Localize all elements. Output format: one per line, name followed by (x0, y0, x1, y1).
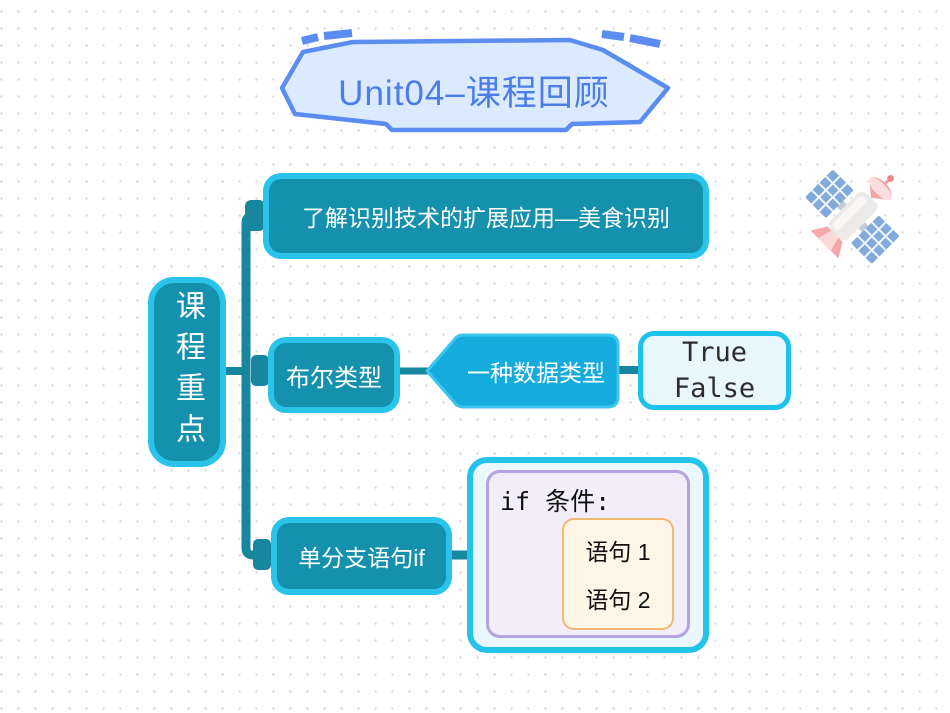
boolean-description-label: 一种数据类型 (467, 360, 605, 386)
value-false: False (673, 372, 756, 404)
branch-boolean-node[interactable]: 布尔类型 (268, 337, 400, 413)
branch2-tab (251, 355, 269, 386)
branch-boolean-label: 布尔类型 (286, 364, 382, 392)
satellite-icon (793, 157, 913, 275)
root-node[interactable]: 课程重点 (148, 277, 226, 467)
branch1-tab (245, 200, 265, 231)
value-true: True (681, 336, 748, 368)
branch-if-label: 单分支语句if (298, 545, 425, 571)
statement-2: 语句 2 (585, 586, 651, 613)
if-statements-box: 语句 1 语句 2 (562, 518, 674, 630)
branch-recognition-label: 了解识别技术的扩展应用—美食识别 (302, 205, 670, 231)
branch3-tab (253, 539, 271, 570)
if-code-inner-box: if 条件: 语句 1 语句 2 (486, 470, 690, 638)
title-node[interactable]: Unit04–课程回顾 (268, 24, 680, 142)
boolean-description-node[interactable]: 一种数据类型 (424, 332, 622, 410)
if-code-node[interactable]: if 条件: 语句 1 语句 2 (467, 457, 709, 653)
statement-1: 语句 1 (585, 539, 651, 566)
solar-panel-right (851, 216, 899, 264)
root-label: 课程重点 (171, 290, 204, 454)
pentagon-shape (425, 333, 620, 409)
title-banner-frame (279, 29, 671, 133)
boolean-values-node[interactable]: True False (638, 331, 791, 410)
title-text: Unit04–课程回顾 (338, 73, 610, 113)
branch-recognition-node[interactable]: 了解识别技术的扩展应用—美食识别 (263, 173, 709, 259)
if-code-header: if 条件: (500, 487, 611, 516)
antenna-dot (887, 175, 894, 182)
solar-panel-left (805, 170, 853, 218)
branch-if-node[interactable]: 单分支语句if (271, 517, 452, 595)
